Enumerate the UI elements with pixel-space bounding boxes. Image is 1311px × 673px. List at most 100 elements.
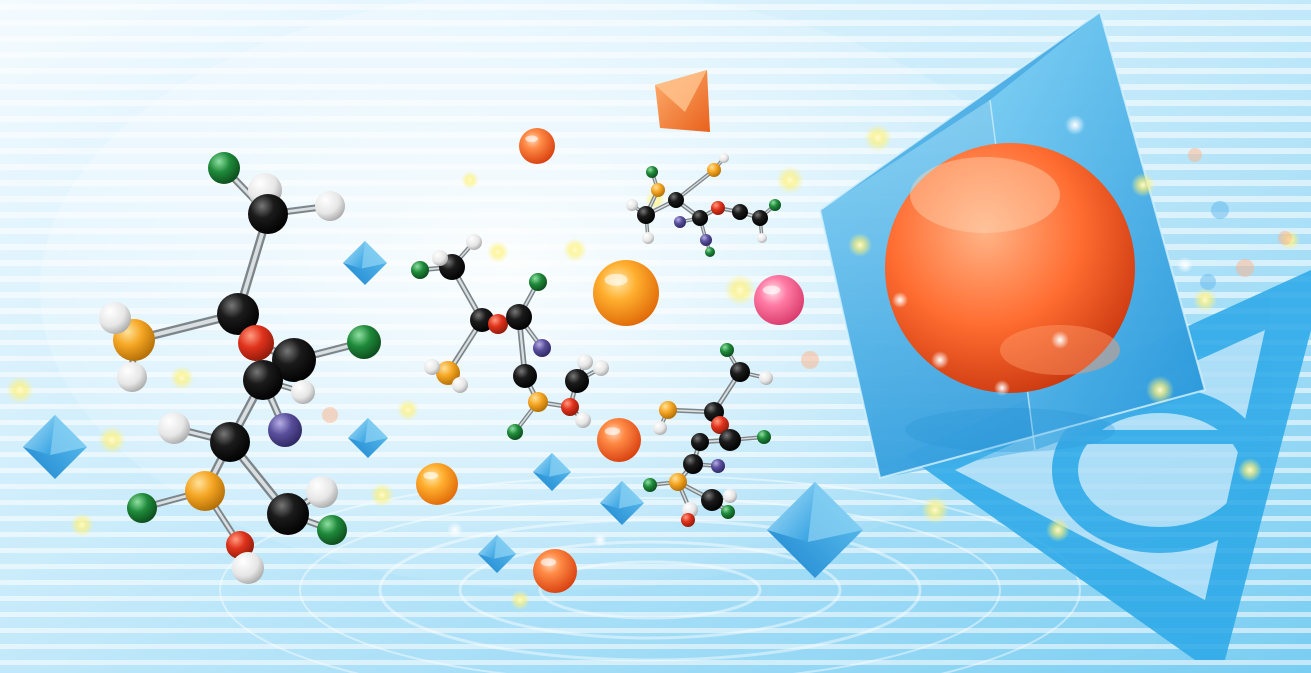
molecule-atom [637, 206, 655, 224]
molecule-atom [513, 364, 537, 388]
molecule-atom [565, 369, 589, 393]
sparkle-icon [892, 292, 908, 308]
horizontal-stripes [0, 4, 1311, 665]
sparkle-icon [1065, 115, 1085, 135]
stripe [0, 100, 1311, 106]
sparkle-icon [801, 351, 819, 369]
stripe [0, 420, 1311, 425]
stripe [0, 228, 1311, 234]
molecule-atom [561, 398, 579, 416]
molecule-atom [411, 261, 429, 279]
molecule-atom [208, 152, 240, 184]
molecule-model-icon [643, 343, 773, 527]
stripe [0, 372, 1311, 377]
molecule-model-icon [99, 152, 381, 584]
stripe [0, 164, 1311, 170]
sparkle-icon [510, 590, 530, 610]
molecule-atom [238, 325, 274, 361]
molecule-atom [711, 416, 729, 434]
molecule-atom [723, 489, 737, 503]
molecule-atom [769, 199, 781, 211]
molecule-atom [210, 422, 250, 462]
molecule-atom [669, 473, 687, 491]
sparkle-icon [994, 380, 1010, 396]
molecule-atom [317, 515, 347, 545]
orange-sphere-icon [593, 260, 659, 326]
molecule-atom [651, 183, 665, 197]
stripe [0, 660, 1311, 665]
sparkle-icon [370, 483, 394, 507]
molecule-atom [488, 314, 508, 334]
sparkle-icon [776, 166, 804, 194]
molecule-atom [99, 302, 131, 334]
stripe [0, 244, 1311, 250]
stripe [0, 388, 1311, 393]
large-orange-sphere-icon [885, 143, 1135, 452]
molecule-atom [719, 153, 729, 163]
molecule-atom [575, 412, 591, 428]
sparkle-icon [461, 171, 479, 189]
orange-sphere-icon [519, 128, 555, 164]
stripe [0, 132, 1311, 138]
stripe [0, 436, 1311, 441]
orange-tetrahedron-icon [655, 70, 710, 132]
blue-octahedron-icon [348, 418, 388, 458]
stripe [0, 516, 1311, 521]
sparkle-icon [724, 274, 756, 306]
molecule-atom [730, 362, 750, 382]
sparkle-icon [1278, 231, 1292, 245]
sparkle-icon [447, 522, 463, 538]
molecule-atom [272, 338, 316, 382]
molecule-atom [268, 413, 302, 447]
stripe [0, 612, 1311, 617]
molecule-atom [432, 250, 448, 266]
stripe [0, 20, 1311, 26]
molecule-atom [232, 552, 264, 584]
molecule-atom [507, 424, 523, 440]
sparkle-icon [1236, 259, 1254, 277]
stripe [0, 468, 1311, 473]
orange-sphere-icon [533, 549, 577, 593]
sparkle-icon [864, 124, 892, 152]
molecule-atom [267, 493, 309, 535]
molecule-bond [675, 169, 715, 201]
molecule-atom [711, 201, 725, 215]
pink-sphere-icon [754, 275, 804, 325]
sparkle-icon [1238, 458, 1262, 482]
stripe [0, 644, 1311, 649]
sparkle-icon [1177, 257, 1193, 273]
stripe [0, 212, 1311, 218]
molecule-atom [700, 234, 712, 246]
molecule-atom [719, 429, 741, 451]
molecule-atom [646, 166, 658, 178]
molecule-atom [681, 513, 695, 527]
molecule-atom [424, 359, 440, 375]
molecule-atom [759, 371, 773, 385]
molecules [99, 152, 781, 584]
sparkle-icon [6, 376, 34, 404]
molecule-atom [226, 531, 254, 559]
molecule-atom [466, 234, 482, 250]
molecule-model-icon [411, 234, 609, 440]
sparkle-icon [1200, 274, 1216, 290]
sparkle-icon [1051, 331, 1069, 349]
blue-octahedron-icon [600, 481, 644, 525]
molecule-atom [243, 360, 283, 400]
molecule-atom [593, 360, 609, 376]
sparkle-icon [848, 233, 872, 257]
molecule-atom [692, 210, 708, 226]
stripe [0, 4, 1311, 10]
molecule-atom [306, 476, 338, 508]
blue-octahedron-icon [478, 535, 516, 573]
molecule-atom [248, 194, 288, 234]
molecule-atom [577, 354, 593, 370]
molecule-atom [217, 293, 259, 335]
stripe [0, 260, 1311, 266]
stripe [0, 564, 1311, 569]
molecule-atom [436, 361, 460, 385]
molecule-atom [642, 232, 654, 244]
molecule-atom [721, 505, 735, 519]
molecule-atom [158, 412, 190, 444]
molecule-atom [720, 343, 734, 357]
molecule-atom [705, 247, 715, 257]
